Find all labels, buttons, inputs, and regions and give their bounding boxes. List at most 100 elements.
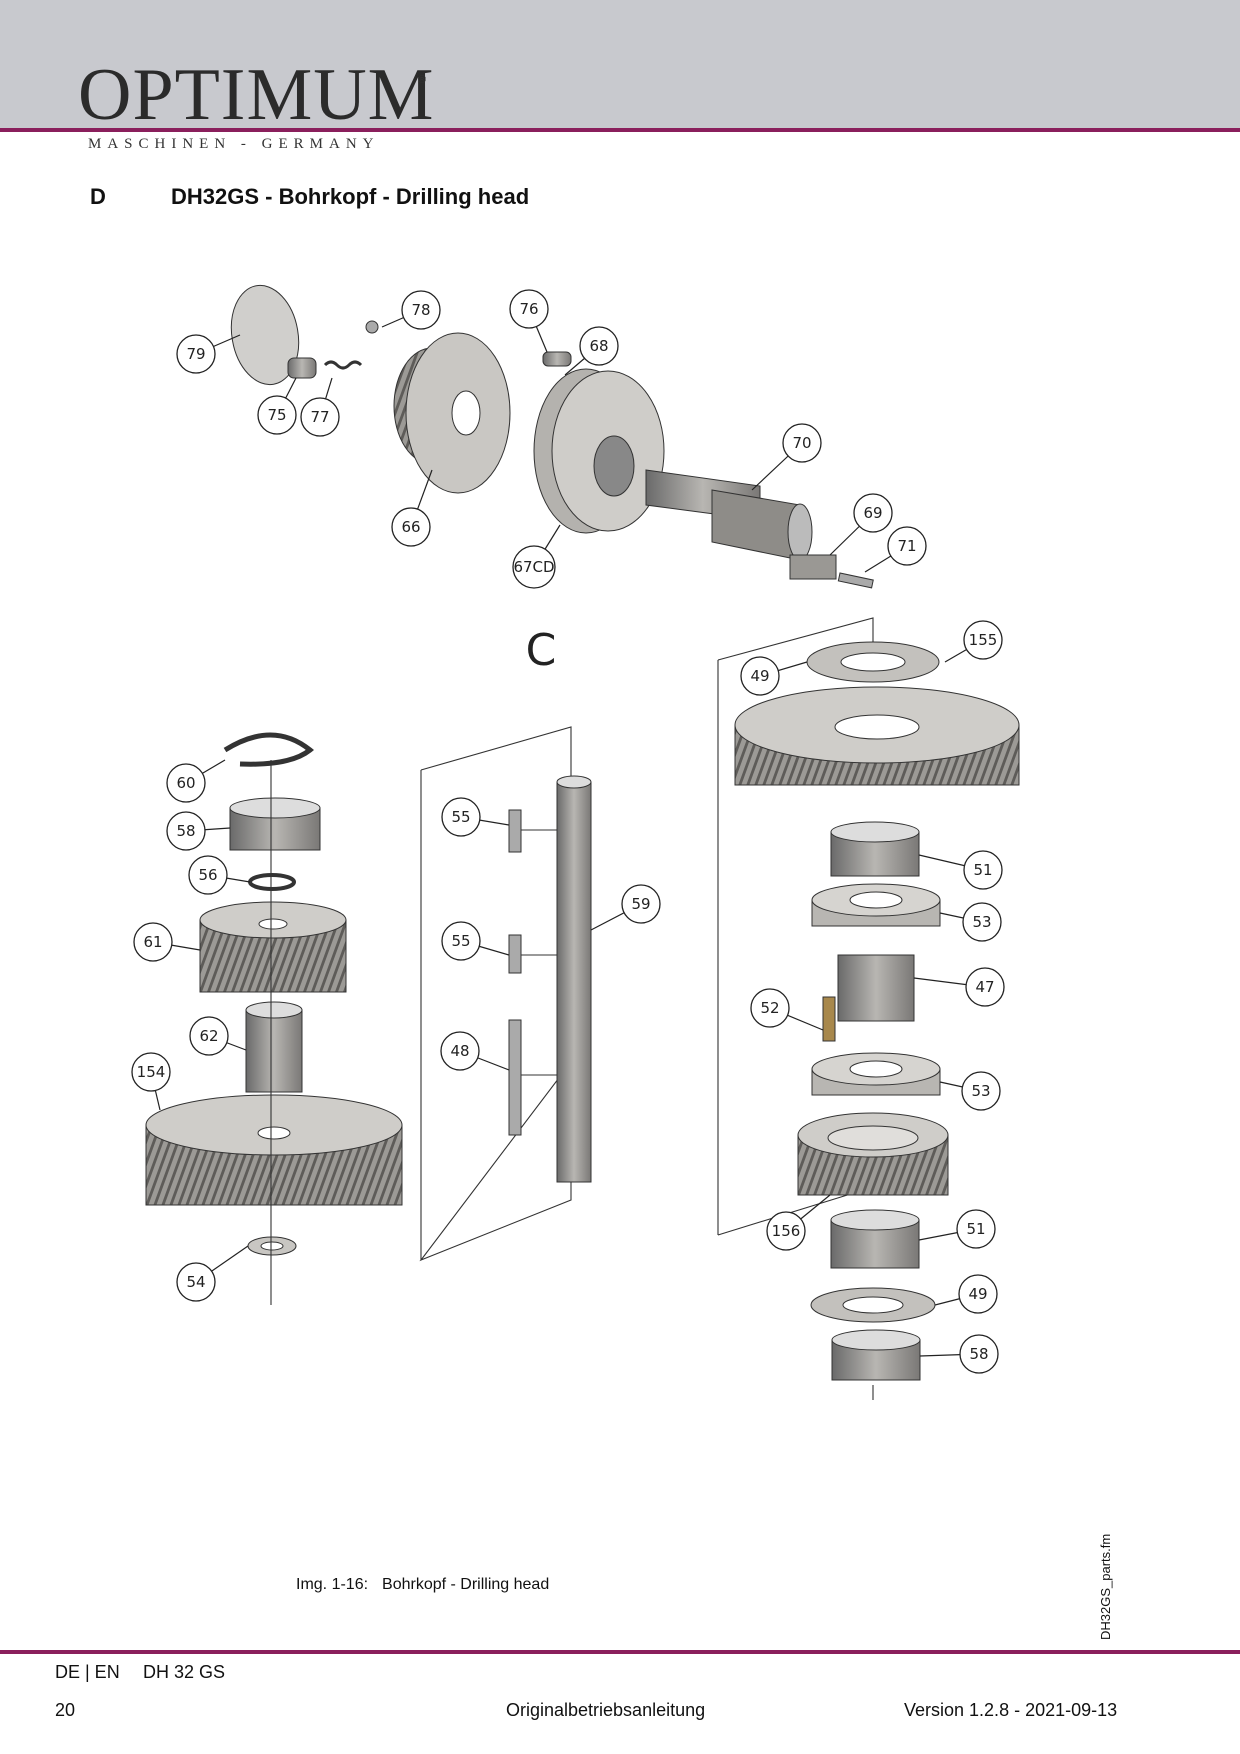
callout-number: 75 — [267, 406, 286, 424]
callout-number: 79 — [186, 345, 205, 363]
callout-number: 51 — [966, 1220, 985, 1238]
callout-circle — [766, 1211, 806, 1251]
callout-70: 70 — [751, 423, 822, 491]
callout-circle — [300, 397, 340, 437]
callout-67CD: 67CD — [512, 524, 561, 589]
callout-75: 75 — [257, 377, 297, 435]
callout-number: 69 — [863, 504, 882, 522]
callout-circle — [621, 884, 661, 924]
callout-55: 55 — [441, 797, 510, 837]
brand-logo: OPTIMUM — [78, 54, 435, 136]
callout-60: 60 — [166, 759, 226, 803]
right-stack — [717, 617, 1020, 1400]
callout-number: 156 — [772, 1222, 801, 1240]
callout-47: 47 — [913, 967, 1005, 1007]
callout-52: 52 — [750, 988, 824, 1031]
callout-number: 56 — [198, 866, 217, 884]
callout-number: 54 — [186, 1273, 205, 1291]
callout-circle — [962, 902, 1002, 942]
callout-number: 71 — [897, 537, 916, 555]
footer-language: DE | EN — [55, 1662, 120, 1682]
callout-number: 70 — [792, 434, 811, 452]
callout-number: 52 — [760, 999, 779, 1017]
callout-circle — [740, 656, 780, 696]
callout-circle — [782, 423, 822, 463]
callout-58: 58 — [919, 1334, 999, 1374]
callout-number: 58 — [176, 822, 195, 840]
caption-label: Img. 1-16: — [296, 1576, 369, 1593]
callout-circle — [958, 1274, 998, 1314]
callout-number: 47 — [975, 978, 994, 996]
callout-number: 49 — [750, 667, 769, 685]
callout-number: 51 — [973, 861, 992, 879]
callout-49: 49 — [740, 656, 808, 696]
callout-number: 155 — [969, 631, 998, 649]
callout-number: 77 — [310, 408, 329, 426]
callout-58: 58 — [166, 811, 231, 851]
callout-76: 76 — [509, 289, 549, 353]
callout-number: 48 — [450, 1042, 469, 1060]
callout-77: 77 — [300, 377, 340, 437]
callout-61: 61 — [133, 922, 201, 962]
callout-66: 66 — [391, 469, 433, 547]
callout-circle — [401, 290, 441, 330]
callout-circle — [512, 545, 556, 589]
footer-page-number: 20 — [55, 1700, 76, 1720]
header-band — [0, 0, 1240, 128]
callout-circle — [440, 1031, 480, 1071]
section-title: DH32GS - Bohrkopf - Drilling head — [171, 184, 530, 209]
callout-circle — [188, 855, 228, 895]
callout-circle — [391, 507, 431, 547]
callout-circle — [441, 797, 481, 837]
section-letter: D — [90, 184, 106, 209]
footer-version: Version 1.2.8 - 2021-09-13 — [904, 1700, 1118, 1720]
callout-number: 60 — [176, 774, 195, 792]
registered-mark: ® — [418, 74, 427, 86]
callout-54: 54 — [176, 1245, 249, 1302]
callout-number: 68 — [589, 337, 608, 355]
callout-69: 69 — [829, 493, 893, 556]
callout-71: 71 — [864, 526, 927, 573]
footer-model: DH 32 GS — [143, 1662, 226, 1682]
callout-number: 61 — [143, 933, 162, 951]
callout-number: 66 — [401, 518, 420, 536]
callout-number: 154 — [137, 1063, 166, 1081]
callout-circle — [887, 526, 927, 566]
callout-48: 48 — [440, 1031, 510, 1071]
brand-tagline: MASCHINEN - GERMANY — [88, 136, 380, 152]
callout-circle — [965, 967, 1005, 1007]
callout-55: 55 — [441, 921, 510, 961]
callout-circle — [853, 493, 893, 533]
callout-49: 49 — [934, 1274, 998, 1314]
callout-154: 154 — [131, 1052, 171, 1111]
group-marker: C — [526, 625, 557, 676]
callout-number: 49 — [968, 1285, 987, 1303]
callout-circle — [166, 811, 206, 851]
callout-circle — [131, 1052, 171, 1092]
callout-circle — [133, 922, 173, 962]
callout-circle — [956, 1209, 996, 1249]
callout-number: 55 — [451, 808, 470, 826]
callout-number: 59 — [631, 895, 650, 913]
callout-circle — [176, 334, 216, 374]
footer-document-title: Originalbetriebsanleitung — [506, 1700, 706, 1720]
callout-number: 53 — [972, 913, 991, 931]
callout-59: 59 — [590, 884, 661, 931]
callout-62: 62 — [189, 1016, 247, 1056]
callout-51: 51 — [918, 1209, 996, 1249]
callout-number: 55 — [451, 932, 470, 950]
callout-circle — [963, 620, 1003, 660]
callout-155: 155 — [944, 620, 1003, 663]
callout-circle — [959, 1334, 999, 1374]
callout-78: 78 — [381, 290, 441, 330]
header-rule — [0, 128, 1240, 132]
callout-circle — [441, 921, 481, 961]
callout-79: 79 — [176, 334, 241, 374]
callout-156: 156 — [766, 1194, 831, 1251]
callout-68: 68 — [564, 326, 619, 376]
callout-53: 53 — [939, 1071, 1001, 1111]
callout-circle — [176, 1262, 216, 1302]
side-file-name: DH32GS_parts.fm — [1098, 1533, 1113, 1640]
left-stack — [145, 732, 403, 1305]
